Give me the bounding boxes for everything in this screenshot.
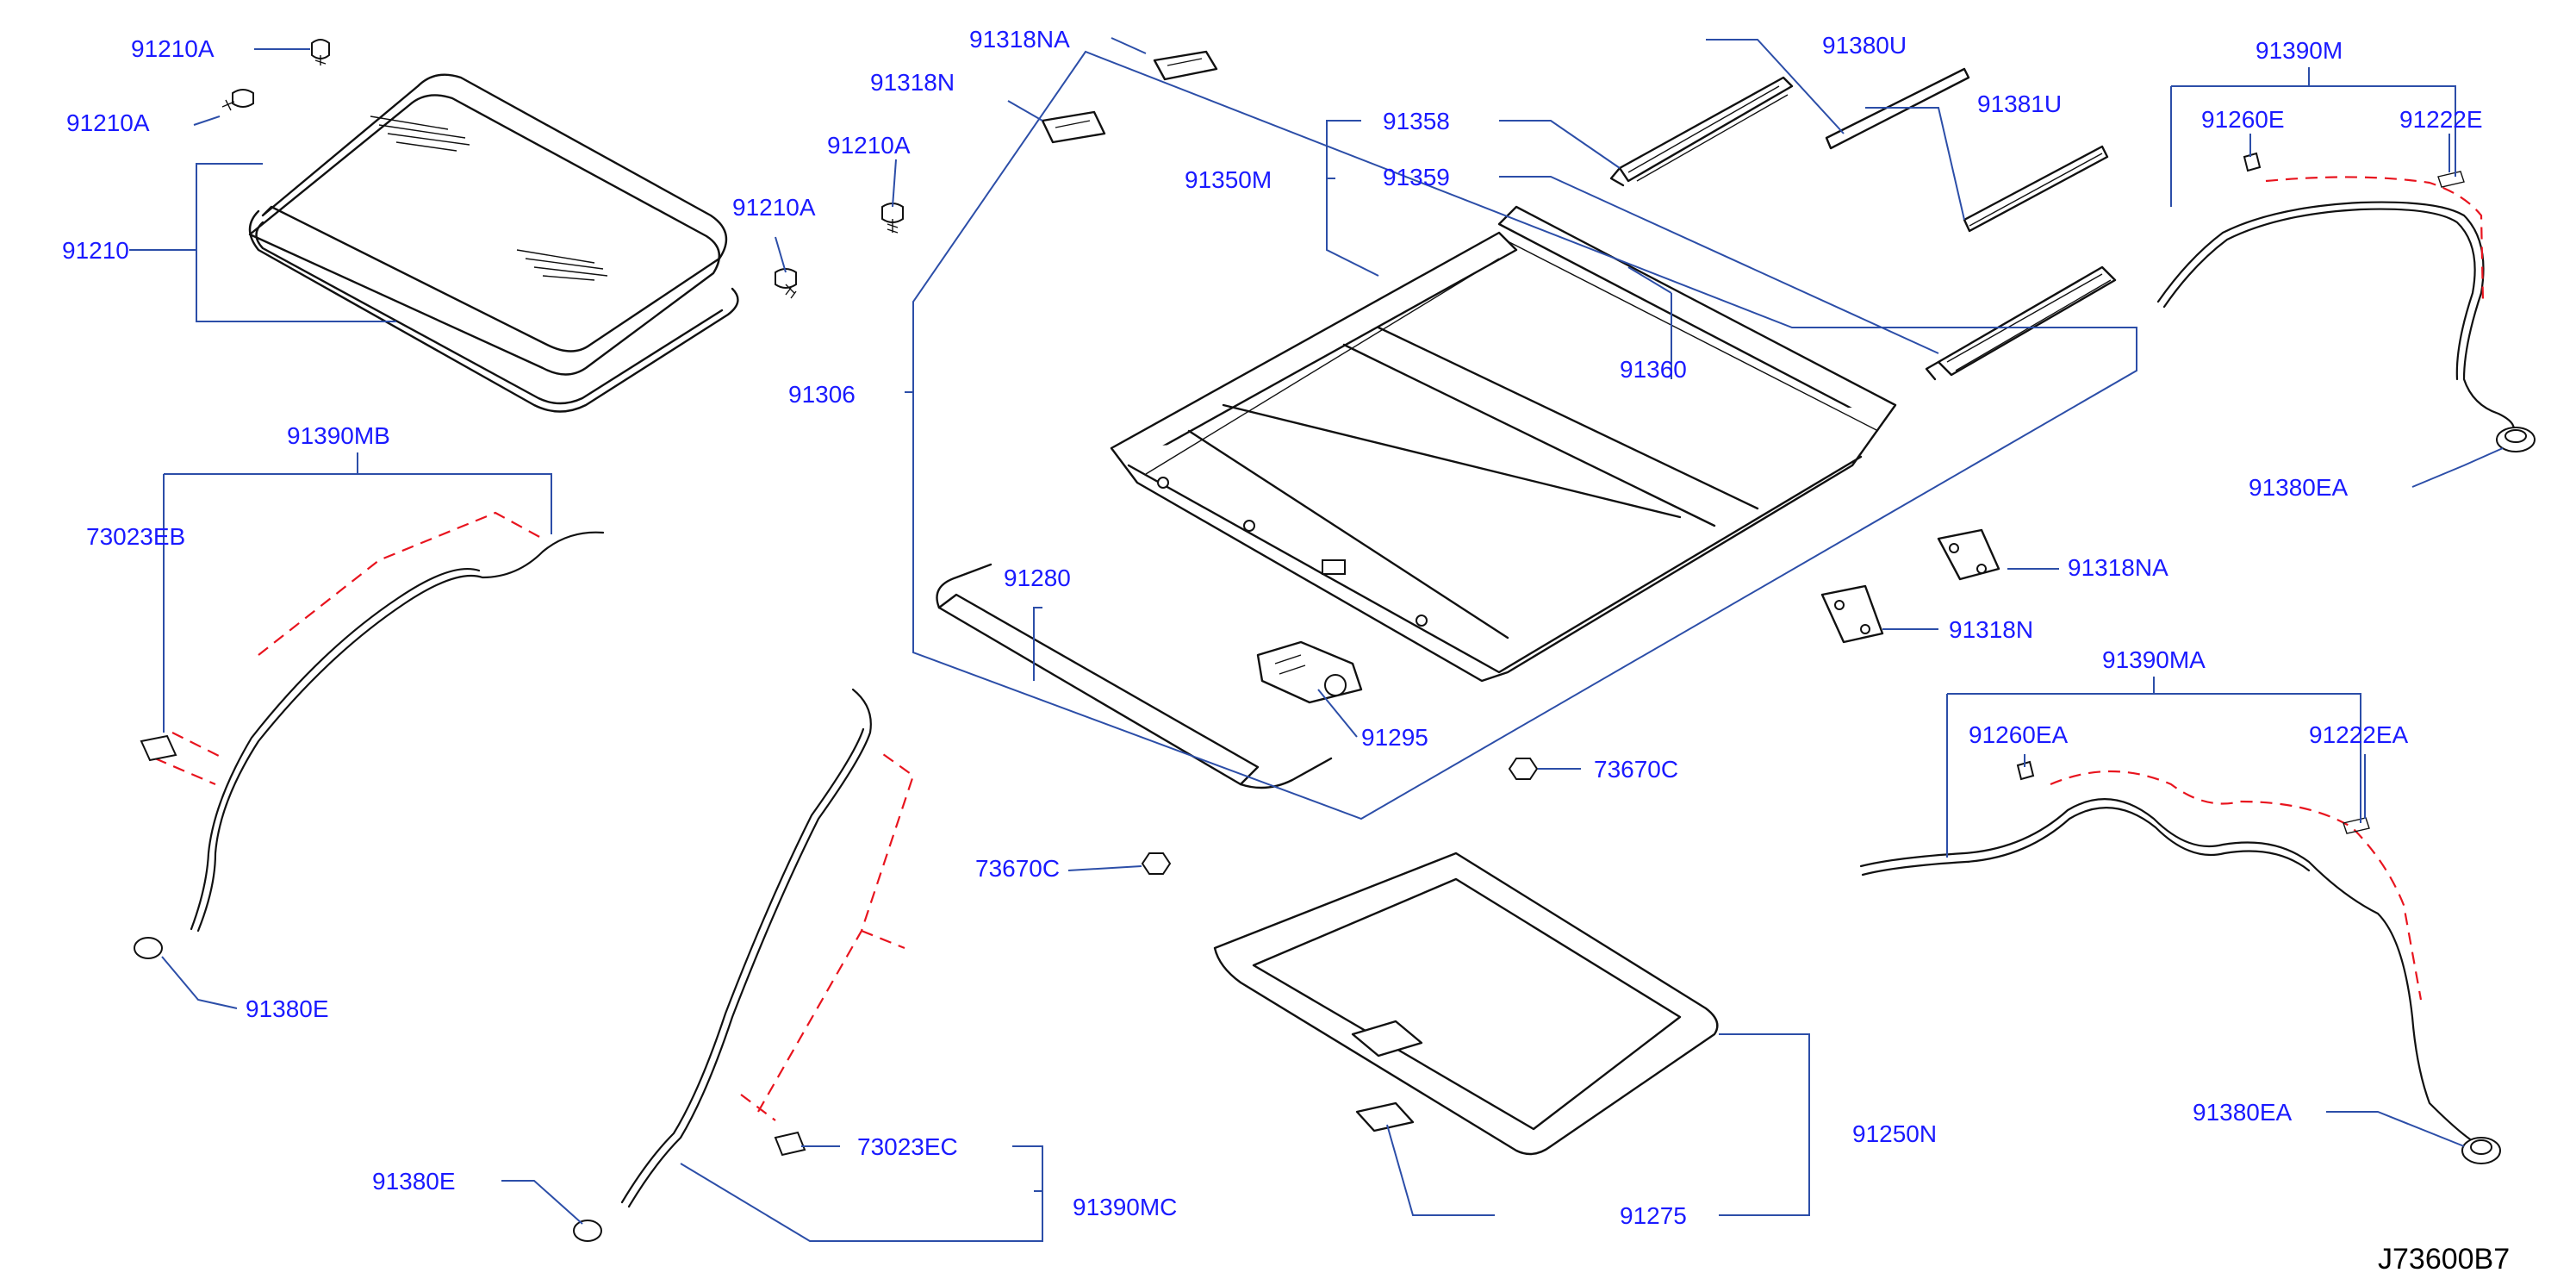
- clip-73023EB: [140, 734, 177, 762]
- label-91280: 91280: [1004, 565, 1071, 591]
- grommet-91380E-bottom: [573, 1220, 602, 1242]
- seal-91381U: [1963, 145, 2109, 233]
- screw-91210A-4: [775, 268, 797, 299]
- handle-91275: [1355, 1101, 1415, 1132]
- nut-73670C-mid: [1508, 758, 1539, 780]
- leader-lines: [129, 37, 2504, 1242]
- label-91318N-top: 91318N: [870, 69, 955, 96]
- label-91318NA-top: 91318NA: [969, 26, 1070, 53]
- label-91210: 91210: [62, 237, 129, 264]
- motor-91295: [1256, 640, 1363, 704]
- label-91210A-1: 91210A: [131, 35, 215, 62]
- screw-91210A-1: [311, 39, 330, 66]
- label-91295: 91295: [1361, 724, 1428, 751]
- rail-91358: [1609, 76, 1794, 187]
- label-91210A-3: 91210A: [827, 132, 911, 159]
- label-91306: 91306: [788, 381, 856, 408]
- rail-91359: [1925, 265, 2117, 381]
- label-91380EA-top: 91380EA: [2249, 474, 2349, 501]
- tape-91222EA: [2343, 817, 2370, 834]
- label-91222EA: 91222EA: [2309, 721, 2409, 748]
- diagram-code: J73600B7: [2378, 1243, 2510, 1276]
- label-91222E: 91222E: [2399, 106, 2483, 133]
- label-91210A-4: 91210A: [732, 194, 816, 221]
- sunroof-glass-91210: [248, 73, 739, 413]
- label-91358: 91358: [1383, 108, 1450, 134]
- drain-hose-91390MB: [154, 511, 605, 933]
- label-91260E: 91260E: [2201, 106, 2285, 133]
- sunroof-frame-91306: [1110, 205, 1897, 683]
- label-73023EC: 73023EC: [857, 1133, 958, 1160]
- clip-91260E: [2243, 152, 2262, 172]
- label-91390MC: 91390MC: [1073, 1194, 1177, 1220]
- deflector-91280: [936, 563, 1333, 789]
- screw-91210A-3: [881, 203, 904, 234]
- label-73670C-left: 73670C: [975, 855, 1060, 882]
- label-91390MB: 91390MB: [287, 422, 390, 449]
- screw-91210A-2: [221, 89, 254, 111]
- drain-hose-91390MA: [1859, 770, 2483, 1148]
- label-91390M: 91390M: [2256, 37, 2343, 64]
- label-73023EB: 73023EB: [86, 523, 185, 550]
- part-labels: 91210A 91210A 91210A 91210A 91210 91318N…: [62, 26, 2510, 1276]
- clip-73023EC: [774, 1131, 806, 1157]
- bracket-91318NA-right: [1937, 528, 2000, 581]
- label-91380EA-bottom: 91380EA: [2193, 1099, 2293, 1126]
- label-91210A-2: 91210A: [66, 109, 150, 136]
- label-91318NA-right: 91318NA: [2068, 554, 2168, 581]
- label-91318N-right: 91318N: [1949, 616, 2033, 643]
- label-91260EA: 91260EA: [1969, 721, 2069, 748]
- tape-91222E: [2437, 171, 2465, 188]
- label-91350M: 91350M: [1185, 166, 1272, 193]
- clip-91260EA: [2016, 760, 2035, 781]
- label-91250N: 91250N: [1852, 1120, 1937, 1147]
- label-91359: 91359: [1383, 164, 1450, 190]
- label-91380U: 91380U: [1822, 32, 1907, 59]
- label-91390MA: 91390MA: [2102, 646, 2206, 673]
- grommet-91380EA-top: [2496, 427, 2536, 452]
- bracket-91318N-right: [1820, 584, 1884, 644]
- bracket-91318NA-top: [1153, 50, 1218, 81]
- drain-hose-91390MC: [620, 688, 915, 1208]
- bracket-91318N-top: [1041, 110, 1106, 144]
- nut-73670C-left: [1141, 852, 1172, 875]
- label-91380E-bottom: 91380E: [372, 1168, 456, 1195]
- grommet-91380EA-bottom: [2461, 1137, 2501, 1164]
- sunshade-91250N: [1213, 852, 1719, 1156]
- drain-hose-91390M: [2156, 176, 2515, 437]
- label-91381U: 91381U: [1977, 90, 2062, 117]
- label-91380E-left: 91380E: [246, 995, 329, 1022]
- label-73670C-mid: 73670C: [1594, 756, 1678, 783]
- grommet-91380E-left: [134, 937, 163, 959]
- label-91360: 91360: [1620, 356, 1687, 383]
- label-91275: 91275: [1620, 1202, 1687, 1229]
